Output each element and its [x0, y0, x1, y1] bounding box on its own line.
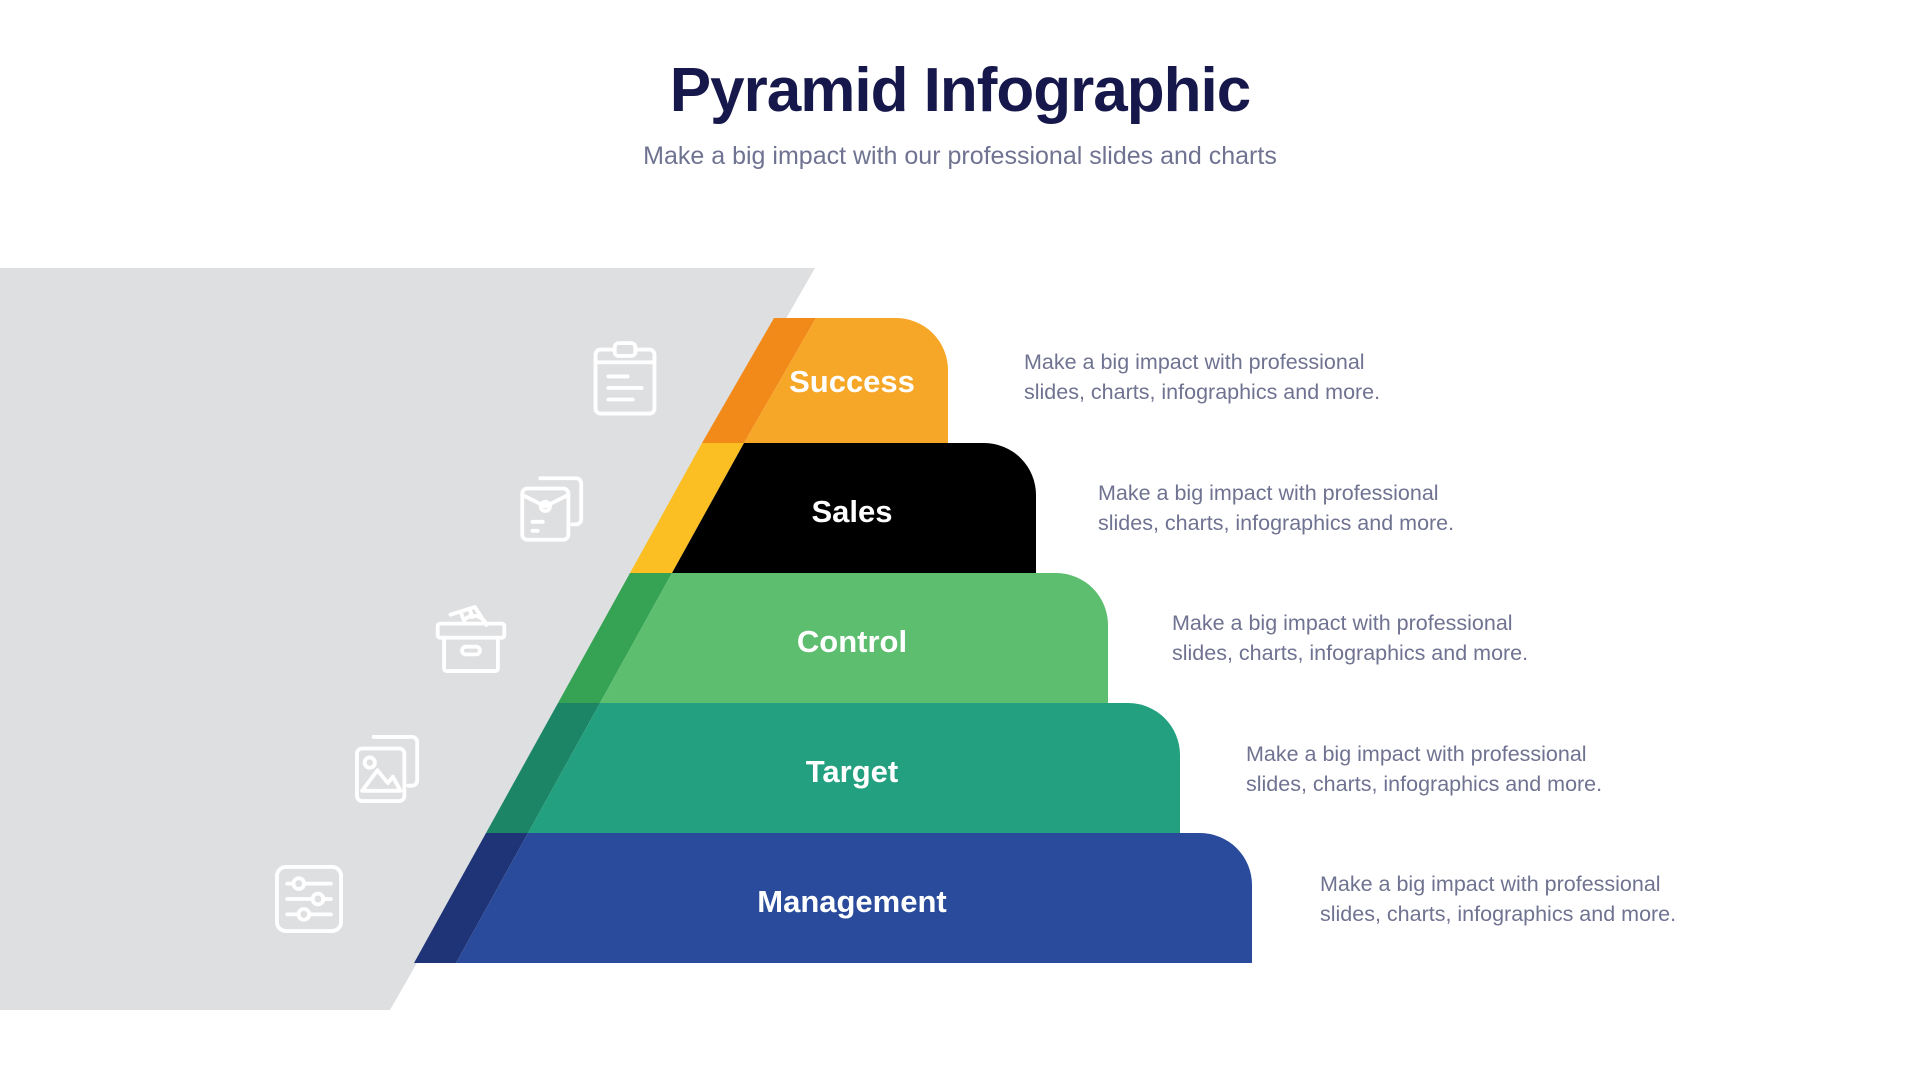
tier-control[interactable]: [558, 573, 1108, 703]
tier-target[interactable]: [486, 703, 1180, 833]
tier-success-body: [744, 318, 948, 443]
page-subtitle: Make a big impact with our professional …: [643, 142, 1277, 171]
tier-management-body: [456, 833, 1252, 963]
tier-description-management: Make a big impact with professional slid…: [1320, 872, 1677, 926]
tier-control-body: [600, 573, 1108, 703]
tier-description-success: Make a big impact with professional slid…: [1024, 350, 1381, 404]
tier-management-shadow: [414, 833, 528, 963]
tier-sales-shadow: [630, 443, 744, 573]
header: Pyramid Infographic Make a big impact wi…: [0, 0, 1920, 171]
backdrop-shape: [0, 268, 815, 1010]
tier-description-target: Make a big impact with professional slid…: [1246, 742, 1603, 796]
tier-description-sales: Make a big impact with professional slid…: [1098, 481, 1455, 535]
tier-control-shadow: [558, 573, 672, 703]
tier-sales[interactable]: [630, 443, 1036, 573]
tier-success[interactable]: [702, 318, 948, 443]
tier-management[interactable]: [414, 833, 1252, 963]
tier-success-shadow: [702, 318, 816, 443]
page-title: Pyramid Infographic: [669, 56, 1251, 125]
tier-target-shadow: [486, 703, 600, 833]
tier-description-control: Make a big impact with professional slid…: [1172, 611, 1529, 665]
tier-target-body: [528, 703, 1180, 833]
tier-sales-body: [672, 443, 1036, 573]
